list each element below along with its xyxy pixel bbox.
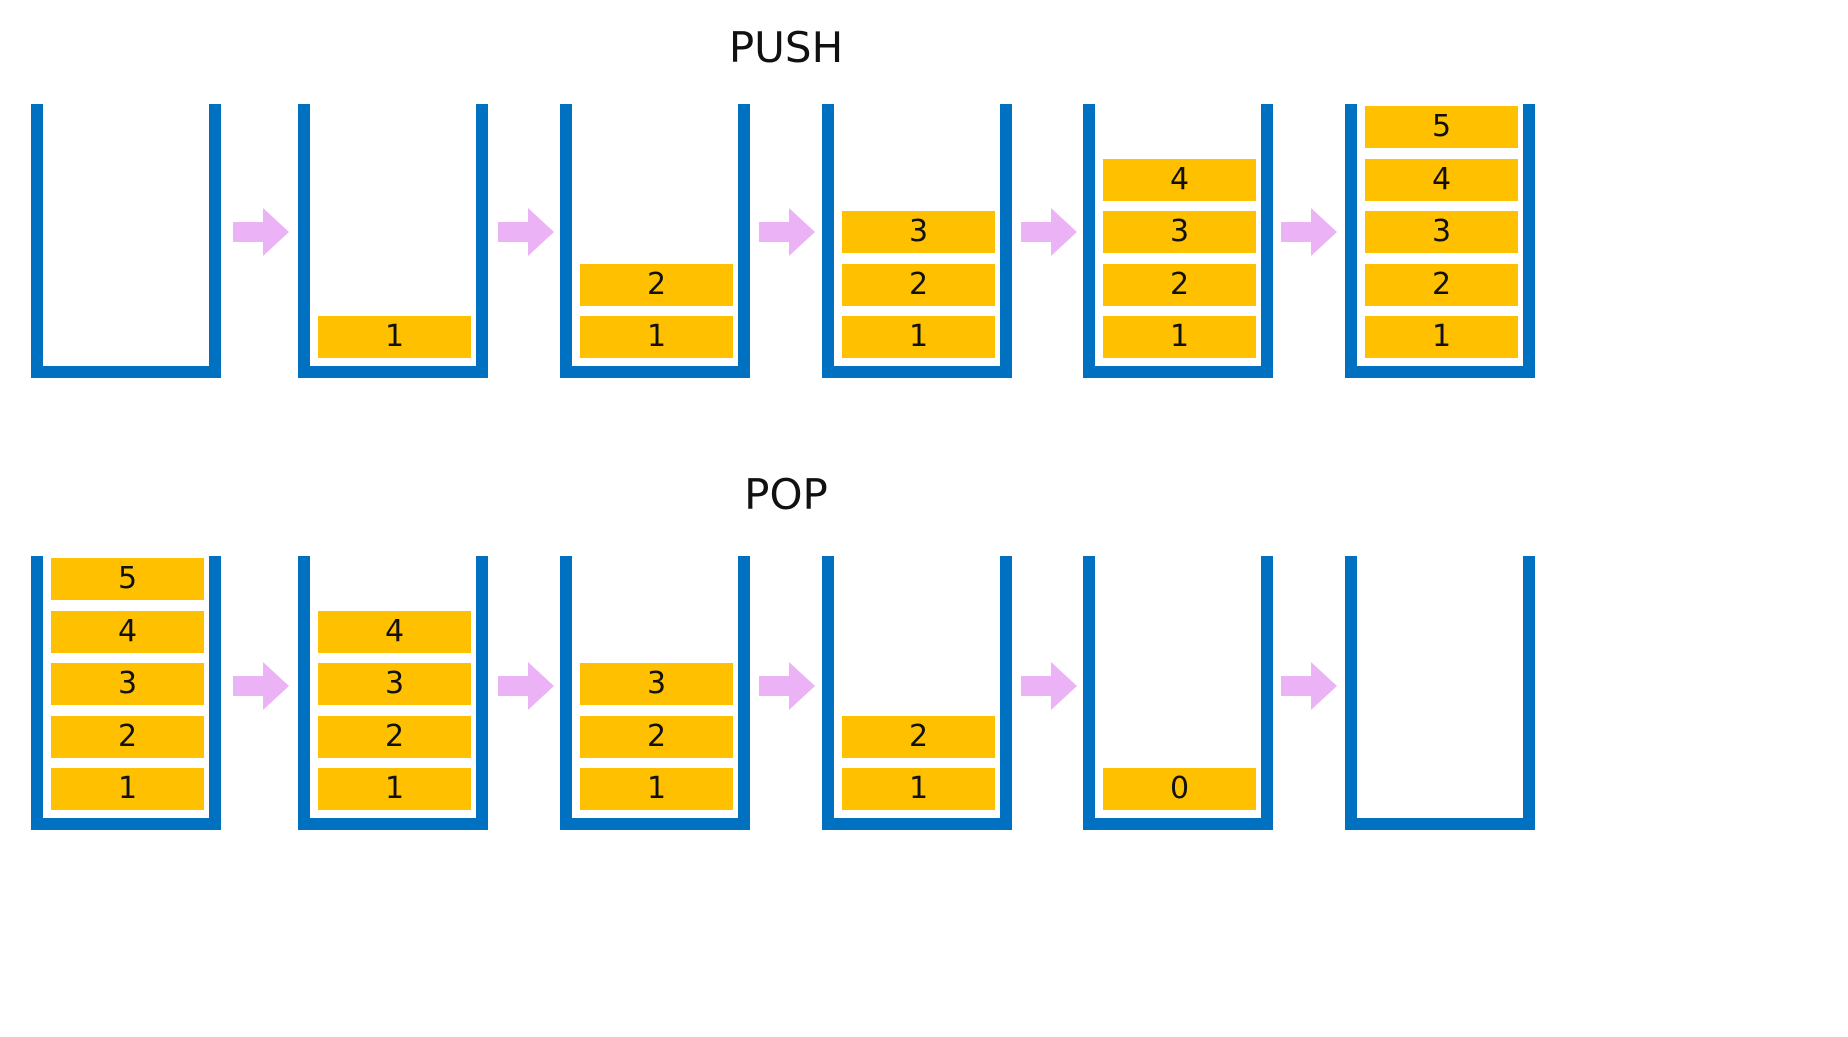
push-arrow-right-icon-2 (498, 208, 554, 256)
pop-stack-5: 0 (1083, 556, 1273, 830)
push-arrow-right-icon-4 (1021, 208, 1077, 256)
stack-item: 2 (842, 264, 995, 306)
stack-item: 1 (842, 768, 995, 810)
arrow-shape (759, 208, 815, 256)
arrow-shape (1281, 662, 1337, 710)
pop-title: POP (744, 470, 828, 519)
push-stack-5: 1 2 3 4 (1083, 104, 1273, 378)
stack-item: 3 (842, 211, 995, 253)
stack-item: 3 (318, 663, 471, 705)
stack-item: 3 (1365, 211, 1518, 253)
stack-item: 4 (1365, 159, 1518, 201)
push-stack-1 (31, 104, 221, 378)
stack-item: 1 (580, 768, 733, 810)
pop-arrow-right-icon-4 (1021, 662, 1077, 710)
arrow-shape (498, 208, 554, 256)
stack-item: 2 (318, 716, 471, 758)
push-arrow-right-icon-1 (233, 208, 289, 256)
stack-item: 1 (318, 768, 471, 810)
arrow-shape (233, 208, 289, 256)
stack-item: 2 (580, 716, 733, 758)
stack-item: 5 (51, 558, 204, 600)
pop-stack-6 (1345, 556, 1535, 830)
stack-item: 1 (842, 316, 995, 358)
pop-stack-2: 1 2 3 4 (298, 556, 488, 830)
stack-item: 2 (580, 264, 733, 306)
stack-item: 3 (1103, 211, 1256, 253)
pop-arrow-right-icon-2 (498, 662, 554, 710)
stack-item: 4 (318, 611, 471, 653)
arrow-shape (498, 662, 554, 710)
stack-item: 2 (842, 716, 995, 758)
stack-item: 4 (1103, 159, 1256, 201)
pop-arrow-right-icon-5 (1281, 662, 1337, 710)
arrow-shape (1021, 208, 1077, 256)
push-stack-2: 1 (298, 104, 488, 378)
push-arrow-right-icon-5 (1281, 208, 1337, 256)
push-arrow-right-icon-3 (759, 208, 815, 256)
pop-arrow-right-icon-3 (759, 662, 815, 710)
stack-item: 2 (1103, 264, 1256, 306)
stack-item: 5 (1365, 106, 1518, 148)
stack-item: 2 (1365, 264, 1518, 306)
arrow-shape (233, 662, 289, 710)
pop-arrow-right-icon-1 (233, 662, 289, 710)
stack-item: 0 (1103, 768, 1256, 810)
stack-item: 1 (580, 316, 733, 358)
arrow-shape (1281, 208, 1337, 256)
arrow-shape (1021, 662, 1077, 710)
pop-stack-1: 1 2 3 4 5 (31, 556, 221, 830)
stack-item: 4 (51, 611, 204, 653)
pop-stack-3: 1 2 3 (560, 556, 750, 830)
push-stack-4: 1 2 3 (822, 104, 1012, 378)
stack-item: 3 (580, 663, 733, 705)
stack-item: 1 (51, 768, 204, 810)
stack-item: 1 (318, 316, 471, 358)
stack-item: 3 (51, 663, 204, 705)
stack-item: 2 (51, 716, 204, 758)
stack-item: 1 (1365, 316, 1518, 358)
arrow-shape (759, 662, 815, 710)
stack-item: 1 (1103, 316, 1256, 358)
push-stack-6: 1 2 3 4 5 (1345, 104, 1535, 378)
push-title: PUSH (728, 23, 844, 72)
